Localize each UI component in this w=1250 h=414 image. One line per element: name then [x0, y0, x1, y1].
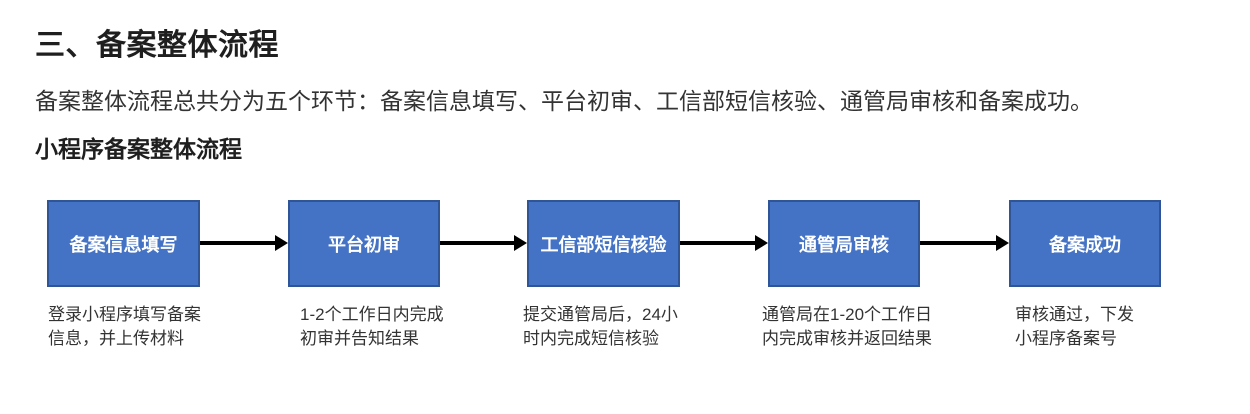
flow-step-description-5: 审核通过，下发 小程序备案号 [1015, 305, 1134, 348]
flow-step-description-2: 1-2个工作日内完成 初审并告知结果 [300, 305, 444, 348]
flow-node-label: 平台初审 [328, 234, 400, 255]
flow-node-label: 通管局审核 [799, 234, 889, 255]
flow-node-step-4: 通管局审核 [768, 200, 920, 287]
flow-node-step-2: 平台初审 [288, 200, 440, 287]
flow-node-label: 备案信息填写 [69, 234, 178, 255]
flow-node-step-1: 备案信息填写 [47, 200, 200, 287]
right-arrow-icon [920, 235, 1009, 251]
flow-node-step-3: 工信部短信核验 [527, 200, 680, 287]
flow-step-description-1: 登录小程序填写备案 信息，并上传材料 [48, 305, 201, 348]
flow-node-label: 备案成功 [1049, 234, 1121, 255]
flow-node-step-5: 备案成功 [1009, 200, 1161, 287]
flow-node-label: 工信部短信核验 [540, 234, 667, 255]
section-heading: 三、备案整体流程 [35, 29, 279, 62]
right-arrow-icon [200, 235, 288, 251]
flow-step-description-3: 提交通管局后，24小 时内完成短信核验 [523, 305, 678, 348]
flowchart-title: 小程序备案整体流程 [35, 136, 242, 162]
right-arrow-icon [440, 235, 527, 251]
right-arrow-icon [680, 235, 768, 251]
intro-paragraph: 备案整体流程总共分为五个环节：备案信息填写、平台初审、工信部短信核验、通管局审核… [35, 88, 1093, 114]
flow-step-description-4: 通管局在1-20个工作日 内完成审核并返回结果 [762, 305, 933, 348]
